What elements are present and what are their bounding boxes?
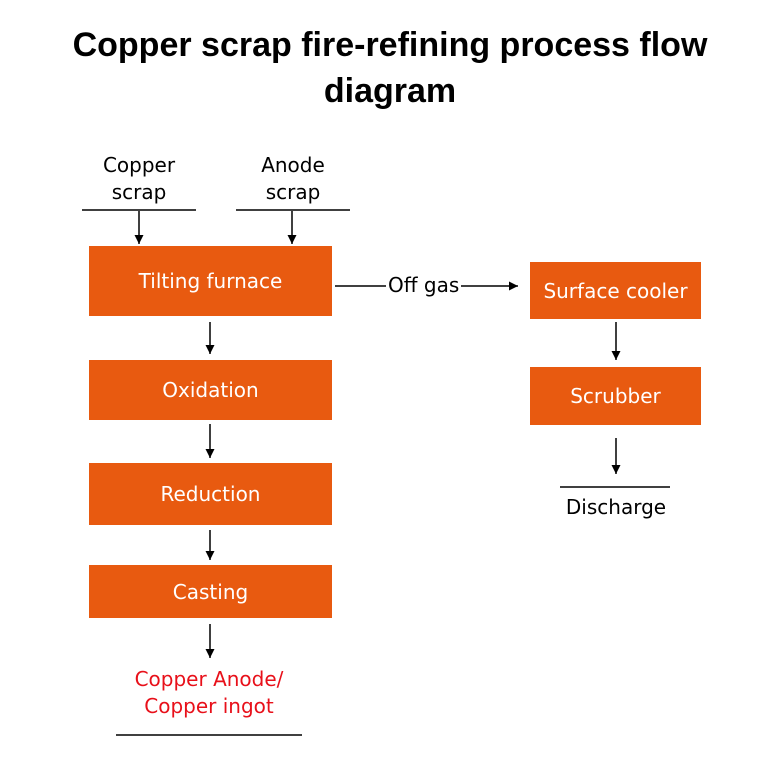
title-line-2: diagram xyxy=(323,72,457,110)
discharge-label: Discharge xyxy=(565,495,667,519)
anode-scrap-line-2: scrap xyxy=(265,180,321,204)
product-label: Copper Anode/ Copper ingot xyxy=(96,666,322,720)
copper-scrap-line-1: Copper xyxy=(102,153,176,177)
reduction-box: Reduction xyxy=(89,463,332,525)
scrubber-box: Scrubber xyxy=(530,367,701,425)
surface-cooler-box: Surface cooler xyxy=(530,262,701,319)
copper-scrap-line-2: scrap xyxy=(111,180,167,204)
off-gas-label: Off gas xyxy=(386,273,462,297)
casting-box: Casting xyxy=(89,565,332,618)
title-line-1: Copper scrap fire-refining process flow xyxy=(72,26,708,64)
anode-scrap-line-1: Anode xyxy=(261,153,325,177)
copper-scrap-label: Copper scrap xyxy=(82,152,196,206)
tilting-furnace-box: Tilting furnace xyxy=(89,246,332,316)
oxidation-box: Oxidation xyxy=(89,360,332,420)
product-line-1: Copper Anode/ xyxy=(134,667,284,691)
diagram-title: Copper scrap fire-refining process flow … xyxy=(0,22,780,114)
anode-scrap-label: Anode scrap xyxy=(236,152,350,206)
product-line-2: Copper ingot xyxy=(144,694,274,718)
